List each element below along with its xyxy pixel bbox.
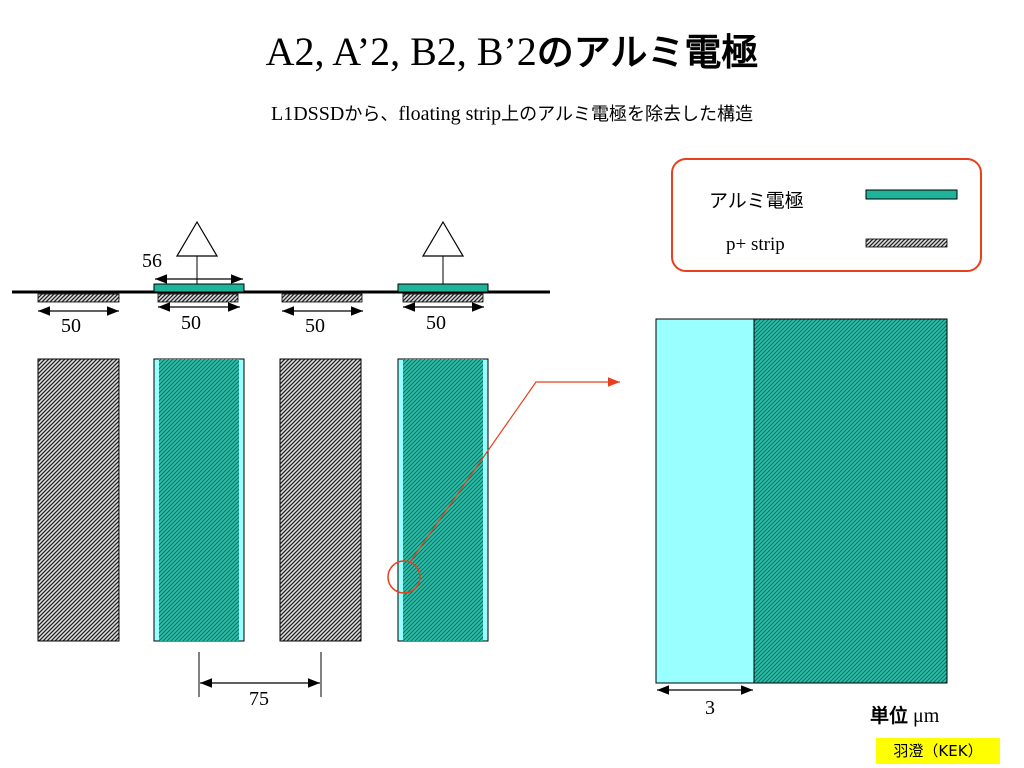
aluminum-electrode bbox=[397, 283, 489, 293]
label-edge-gap: 3 bbox=[705, 697, 715, 719]
readout-strip-top-view bbox=[153, 358, 245, 642]
label-strip-width: 50 bbox=[426, 312, 446, 334]
label-strip-width: 50 bbox=[305, 315, 325, 337]
pstrip-cross-section bbox=[402, 293, 484, 303]
pstrip-cross-section bbox=[157, 293, 239, 303]
legend-aluminum-swatch bbox=[865, 189, 958, 200]
readout-strip-top-view bbox=[397, 358, 489, 642]
author-credit: 羽澄（KEK） bbox=[876, 738, 1000, 764]
legend-aluminum-label: アルミ電極 bbox=[709, 190, 804, 212]
subtitle-jp-1: から、 bbox=[344, 104, 399, 125]
label-aluminum-width: 56 bbox=[142, 250, 162, 272]
legend-pstrip-label: p+ strip bbox=[726, 234, 785, 255]
unit-label-jp: 単位 bbox=[870, 705, 909, 727]
title-latin: A2, A’2, B2, B’2 bbox=[265, 29, 537, 74]
aluminum-electrode bbox=[153, 283, 245, 293]
pstrip-cross-section bbox=[281, 293, 363, 303]
pstrip-top-view bbox=[37, 358, 120, 642]
subtitle-latin-2: floating strip bbox=[398, 103, 502, 125]
page-subtitle: L1DSSDから、floating strip上のアルミ電極を除去した構造 bbox=[0, 101, 1024, 128]
legend-box bbox=[671, 158, 982, 272]
page-title: A2, A’2, B2, B’2のアルミ電極 bbox=[0, 28, 1024, 77]
subtitle-latin-1: L1DSSD bbox=[271, 103, 345, 125]
label-strip-width: 50 bbox=[61, 315, 81, 337]
zoom-circle bbox=[387, 560, 421, 594]
readout-amplifier-icon bbox=[175, 220, 219, 286]
subtitle-jp-2: 上のアルミ電極を除去した構造 bbox=[501, 104, 753, 125]
zoom-pointer-arrow bbox=[409, 377, 620, 563]
label-pitch: 75 bbox=[249, 688, 269, 710]
legend-pstrip-swatch bbox=[865, 238, 948, 248]
pstrip-top-view bbox=[279, 358, 362, 642]
title-jp: のアルミ電極 bbox=[536, 31, 759, 74]
label-strip-width: 50 bbox=[181, 312, 201, 334]
pstrip-cross-section bbox=[37, 293, 120, 303]
unit-symbol: μm bbox=[913, 705, 940, 727]
readout-amplifier-icon bbox=[421, 220, 465, 286]
unit-label: 単位 μm bbox=[870, 701, 939, 728]
magnified-strip-view bbox=[655, 318, 948, 684]
